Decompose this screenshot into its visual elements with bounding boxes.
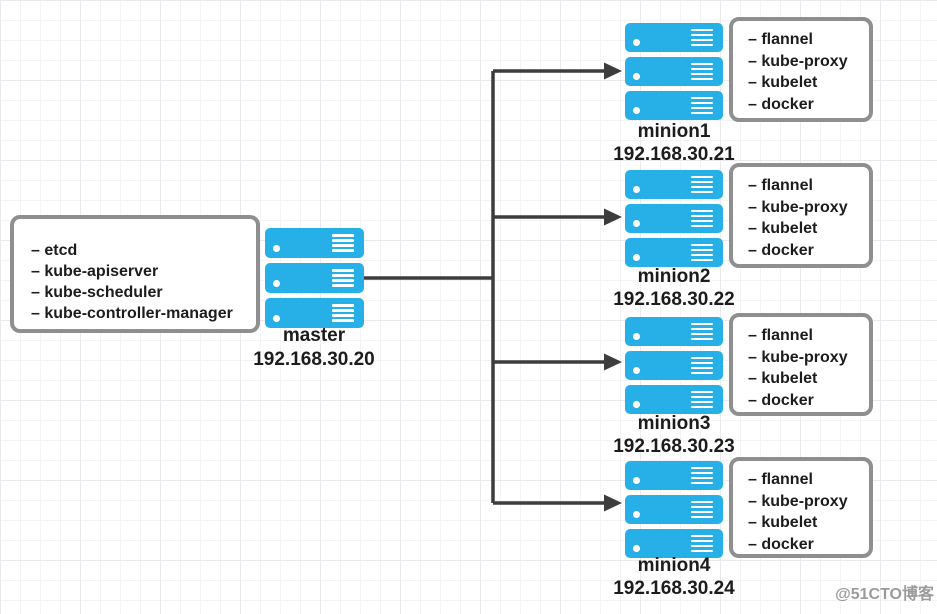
- server-icon: [625, 529, 723, 558]
- server-vents-icon: [691, 390, 713, 409]
- server-led-icon: [633, 73, 640, 80]
- server-vents-icon: [691, 96, 713, 115]
- minion2-ip: 192.168.30.22: [613, 289, 735, 310]
- component-item: – kube-proxy: [748, 492, 848, 510]
- server-led-icon: [633, 107, 640, 114]
- server-led-icon: [633, 401, 640, 408]
- component-item: – docker: [748, 241, 814, 259]
- server-icon: [625, 238, 723, 267]
- arrowhead-icon: [604, 208, 622, 226]
- server-icon: [265, 298, 364, 328]
- component-item: – docker: [748, 535, 814, 553]
- server-led-icon: [633, 220, 640, 227]
- master-components-box: – etcd – kube-apiserver – kube-scheduler…: [10, 215, 260, 333]
- server-led-icon: [633, 477, 640, 484]
- arrowhead-icon: [604, 353, 622, 371]
- component-item: – flannel: [748, 31, 813, 48]
- component-item: – kube-proxy: [748, 52, 848, 70]
- server-vents-icon: [691, 322, 713, 341]
- server-icon: [625, 170, 723, 199]
- minion3-label: minion3: [637, 413, 711, 434]
- server-vents-icon: [691, 28, 713, 47]
- component-item: – kube-proxy: [748, 198, 848, 216]
- server-icon: [625, 23, 723, 52]
- arrowhead-icon: [604, 62, 622, 80]
- connector-trunk: [364, 71, 495, 503]
- component-item: – kube-scheduler: [31, 284, 163, 301]
- server-icon: [265, 263, 364, 293]
- minion4-label: minion4: [637, 555, 711, 576]
- server-led-icon: [273, 280, 280, 287]
- server-icon: [625, 385, 723, 414]
- component-item: – kube-apiserver: [31, 263, 159, 280]
- component-item: – flannel: [748, 177, 813, 194]
- server-led-icon: [633, 333, 640, 340]
- minion4-ip: 192.168.30.24: [613, 578, 735, 599]
- component-item: – kube-proxy: [748, 348, 848, 366]
- component-item: – kubelet: [748, 514, 818, 531]
- server-icon: [265, 228, 364, 258]
- master-label: master: [282, 325, 346, 346]
- server-vents-icon: [691, 62, 713, 81]
- component-item: – docker: [748, 391, 814, 409]
- master-ip: 192.168.30.20: [253, 349, 375, 370]
- server-vents-icon: [691, 534, 713, 553]
- minion3-ip: 192.168.30.23: [613, 436, 735, 457]
- component-item: – etcd: [31, 242, 78, 259]
- arrowhead-icon: [604, 494, 622, 512]
- component-item: – kubelet: [748, 220, 818, 237]
- server-vents-icon: [691, 466, 713, 485]
- server-vents-icon: [691, 500, 713, 519]
- component-item: – flannel: [748, 471, 813, 488]
- server-vents-icon: [332, 234, 354, 252]
- minion2-label: minion2: [637, 266, 711, 287]
- minion1-ip: 192.168.30.21: [613, 144, 735, 165]
- component-item: – kubelet: [748, 370, 818, 387]
- server-led-icon: [633, 39, 640, 46]
- minion2-components-box: – flannel – kube-proxy – kubelet – docke…: [729, 163, 873, 268]
- component-item: – docker: [748, 95, 814, 113]
- server-vents-icon: [691, 209, 713, 228]
- server-vents-icon: [332, 269, 354, 287]
- server-led-icon: [273, 315, 280, 322]
- component-item: – kube-controller-manager: [31, 305, 233, 322]
- minion1-components-box: – flannel – kube-proxy – kubelet – docke…: [729, 17, 873, 122]
- server-icon: [625, 317, 723, 346]
- server-led-icon: [633, 186, 640, 193]
- server-led-icon: [633, 545, 640, 552]
- watermark-51cto: @51CTO博客: [835, 586, 934, 603]
- server-icon: [625, 461, 723, 490]
- server-led-icon: [633, 367, 640, 374]
- server-icon: [625, 495, 723, 524]
- server-icon: [625, 91, 723, 120]
- minion1-label: minion1: [637, 121, 711, 142]
- server-vents-icon: [332, 304, 354, 322]
- server-icon: [625, 351, 723, 380]
- server-vents-icon: [691, 356, 713, 375]
- server-led-icon: [273, 245, 280, 252]
- server-vents-icon: [691, 243, 713, 262]
- server-icon: [625, 204, 723, 233]
- component-item: – flannel: [748, 327, 813, 344]
- server-led-icon: [633, 511, 640, 518]
- minion4-components-box: – flannel – kube-proxy – kubelet – docke…: [729, 457, 873, 558]
- component-item: – kubelet: [748, 74, 818, 91]
- minion3-components-box: – flannel – kube-proxy – kubelet – docke…: [729, 313, 873, 416]
- server-led-icon: [633, 254, 640, 261]
- server-icon: [625, 57, 723, 86]
- server-vents-icon: [691, 175, 713, 194]
